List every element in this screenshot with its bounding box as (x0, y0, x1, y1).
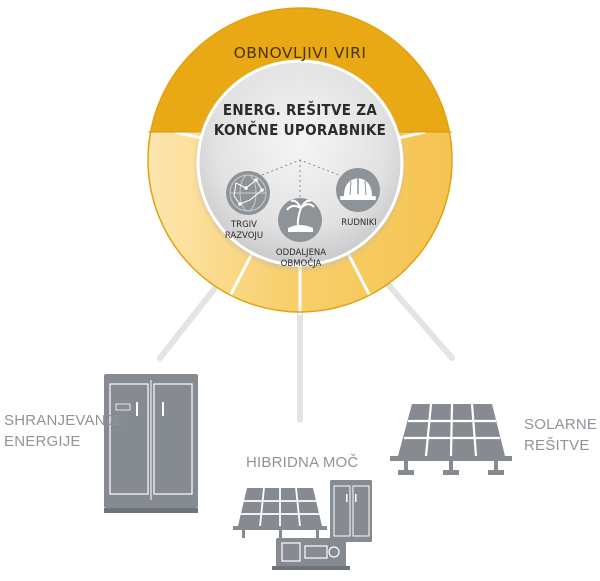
label-remote-areas: ODDALJENA OBMOČJA (275, 248, 327, 269)
hard-hat-icon (336, 168, 380, 212)
dotted-links (261, 159, 358, 200)
label-hybrid-power: HIBRIDNA MOČ (246, 454, 359, 471)
center-title: ENERG. REŠITVE ZA KONČNE UPORABNIKE (205, 100, 395, 140)
palm-island-icon (278, 198, 322, 242)
globe-network-icon (226, 171, 270, 215)
label-energy-storage: SHRANJEVANJE ENERGIJE (4, 412, 124, 450)
label-developing-markets: TRGIV RAZVOJU (224, 220, 264, 241)
label-mines: RUDNIKI (341, 218, 377, 228)
ring-top-label: OBNOVLJIVI VIRI (233, 44, 367, 62)
center-title-line2: KONČNE UPORABNIKE (213, 121, 387, 139)
battery-cabinet-icon (104, 374, 198, 513)
solar-panel-icon (390, 403, 512, 475)
hybrid-power-icon (233, 480, 372, 570)
label-solar-solutions: SOLARNE REŠITVE (524, 416, 598, 454)
center-title-line1: ENERG. REŠITVE ZA (222, 101, 378, 119)
